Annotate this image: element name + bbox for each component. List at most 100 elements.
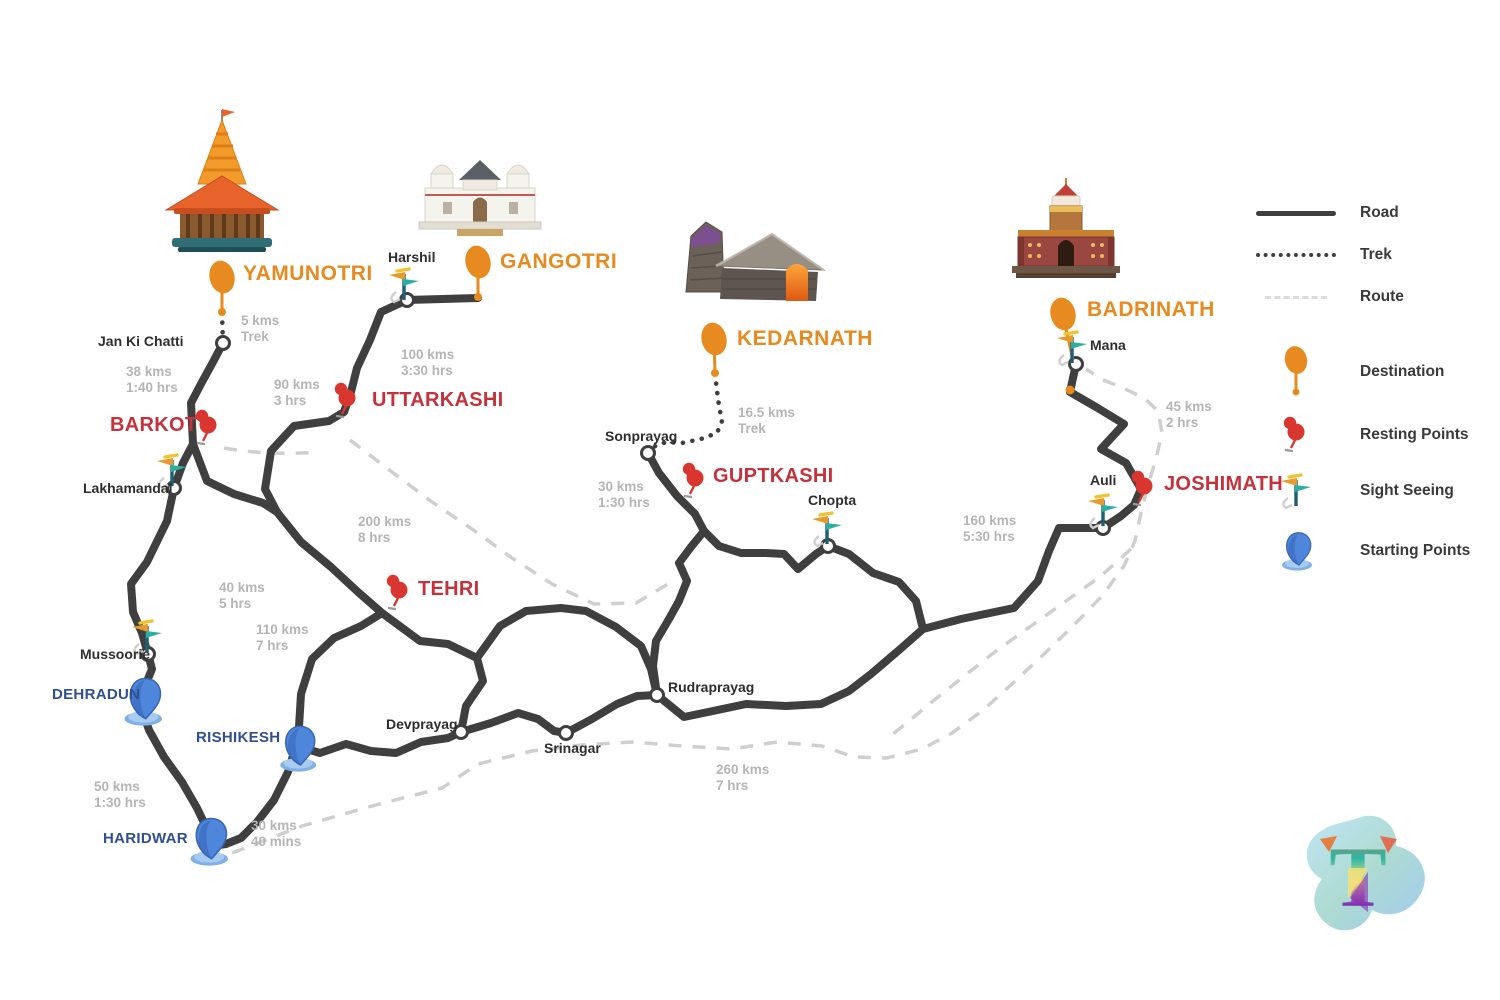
distance-label-uttarkashi-tehri: 200 kms 8 hrs [358, 514, 411, 546]
trek-lines-layer [219, 310, 725, 456]
resting-label-guptkashi: GUPTKASHI [713, 465, 834, 487]
kedarnath-temple-illustration [685, 221, 826, 301]
distance-time: 1:40 hrs [126, 380, 178, 395]
distance-label-rishikesh-tehri: 110 kms 7 hrs [256, 622, 309, 654]
junction-node-srinagar[interactable] [558, 725, 574, 741]
destination-label-yamunotri: YAMUNOTRI [243, 262, 373, 285]
road [700, 527, 832, 573]
legend-label-resting: Resting Points [1360, 426, 1469, 443]
town-label-jan-ki-chatti: Jan Ki Chatti [98, 333, 184, 349]
road [378, 609, 481, 662]
resting-label-uttarkashi: UTTARKASHI [372, 389, 504, 411]
distance-time: 40 mins [251, 834, 302, 849]
resting-pin-tehri[interactable] [385, 573, 409, 611]
destination-pin-gangotri[interactable] [462, 243, 494, 301]
distance-value: 200 kms [358, 514, 412, 529]
distance-value: 160 kms [963, 513, 1017, 528]
destination-pin-kedarnath[interactable] [698, 320, 730, 377]
starting-label-haridwar: HARIDWAR [103, 830, 188, 847]
legend-label-route: Route [1360, 288, 1404, 305]
distance-time: 5 hrs [219, 596, 252, 611]
distance-time: 5:30 hrs [963, 529, 1015, 544]
legend-label-road: Road [1360, 204, 1399, 221]
town-label-rudraprayag: Rudraprayag [668, 679, 755, 695]
distance-label-yamunotri-trek: 5 kms Trek [241, 313, 279, 345]
distance-value: 16.5 kms [738, 405, 796, 420]
route-lines-layer [223, 367, 1164, 855]
starting-pin-rishikesh[interactable] [279, 725, 317, 773]
distance-time: 1:30 hrs [598, 495, 650, 510]
town-label-chopta: Chopta [808, 492, 857, 508]
route-line [231, 367, 1164, 855]
junction-node-jan-ki-chatti[interactable] [215, 335, 231, 351]
distance-label-uttarkashi-gangotri: 100 kms 3:30 hrs [401, 347, 454, 379]
destination-label-gangotri: GANGOTRI [500, 250, 618, 273]
distance-label-rishikesh-rudraprayag: 260 kms 7 hrs [716, 762, 769, 794]
road [473, 604, 661, 699]
distance-time: 8 hrs [358, 530, 391, 545]
junction-node-sonprayag[interactable] [640, 445, 656, 461]
town-label-harshil: Harshil [388, 249, 436, 265]
road [457, 654, 487, 736]
destination-pin-yamunotri[interactable] [206, 258, 238, 316]
distance-label-sonprayag-guptkashi: 30 kms 1:30 hrs [598, 479, 650, 511]
distance-label-haridwar-dehradun: 50 kms 1:30 hrs [94, 779, 146, 811]
distance-value: 30 kms [251, 818, 297, 833]
badrinath-temple-illustration [1012, 178, 1120, 278]
town-label-mussoorie: Mussoorie [80, 646, 151, 662]
distance-value: 5 kms [241, 313, 280, 328]
destination-label-badrinath: BADRINATH [1087, 298, 1215, 321]
distance-label-tehri-leg: 40 kms 5 hrs [219, 580, 265, 612]
route-line [348, 438, 669, 606]
town-label-devprayag: Devprayag [386, 716, 458, 732]
road [644, 449, 708, 699]
destination-label-kedarnath: KEDARNATH [737, 327, 873, 350]
distance-label-jankichatti-barkot: 38 kms 1:40 hrs [126, 364, 178, 396]
road [457, 691, 661, 737]
starting-label-rishikesh: RISHIKESH [196, 729, 281, 746]
legend-row-trek: Trek [1252, 246, 1392, 264]
distance-value: 45 kms [1166, 399, 1212, 414]
legend-row-road: Road [1252, 204, 1399, 222]
route-line [887, 547, 1133, 739]
distance-time: 3 hrs [274, 393, 307, 408]
distance-label-barkot-uttarkashi: 90 kms 3 hrs [274, 377, 320, 409]
legend-row-sight: Sight Seeing [1252, 470, 1454, 512]
junction-node-rudraprayag[interactable] [649, 687, 665, 703]
legend-label-starting: Starting Points [1360, 542, 1471, 559]
legend-label-sight: Sight Seeing [1360, 482, 1454, 499]
junction-node-devprayag[interactable] [453, 724, 469, 740]
resting-pin-barkot[interactable] [194, 408, 218, 446]
starting-pin-haridwar[interactable] [189, 817, 229, 867]
trek-line [645, 371, 725, 456]
destination-pin-icon [1252, 346, 1340, 398]
legend-label-destination: Destination [1360, 363, 1445, 380]
resting-label-joshimath: JOSHIMATH [1164, 473, 1283, 495]
distance-value: 100 kms [401, 347, 455, 362]
sight-seeing-icon [1252, 470, 1340, 512]
road [189, 440, 281, 516]
route-line [223, 446, 319, 456]
sight-seeing-icon-chopta[interactable] [810, 511, 844, 548]
distance-value: 260 kms [716, 762, 770, 777]
distance-value: 40 kms [219, 580, 265, 595]
distance-time: 7 hrs [716, 778, 749, 793]
distance-time: 3:30 hrs [401, 363, 453, 378]
resting-pin-guptkashi[interactable] [681, 461, 705, 499]
town-label-mana: Mana [1090, 337, 1126, 353]
legend-row-starting: Starting Points [1252, 528, 1470, 574]
trek-line-sample [1252, 253, 1340, 257]
distance-value: 110 kms [256, 622, 309, 637]
legend-row-resting: Resting Points [1252, 414, 1469, 456]
town-label-srinagar: Srinagar [544, 740, 601, 756]
distance-label-haridwar-rishikesh: 30 kms 40 mins [251, 818, 301, 850]
resting-label-tehri: TEHRI [418, 578, 480, 600]
distance-value: 38 kms [126, 364, 172, 379]
distance-time: 2 hrs [1166, 415, 1199, 430]
route-line-sample [1252, 295, 1340, 299]
distance-time: 7 hrs [256, 638, 289, 653]
road [292, 728, 465, 757]
distance-value: 90 kms [274, 377, 320, 392]
